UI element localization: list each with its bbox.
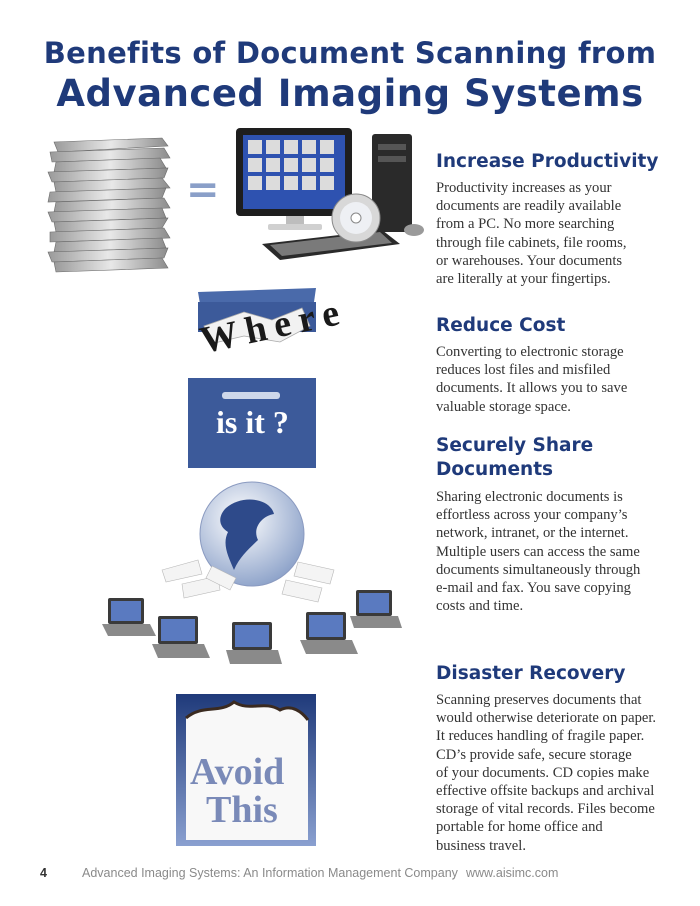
this-text: This xyxy=(206,789,278,831)
globe-laptops-illustration xyxy=(102,478,404,674)
page-title-line1: Benefits of Document Scanning from xyxy=(43,36,657,70)
footer-website: www.aisimc.com xyxy=(466,866,559,880)
page-title-line2: Advanced Imaging Systems xyxy=(56,72,644,115)
section-title-line1: Securely Share xyxy=(436,435,594,456)
section-body: Scanning preserves documents that would … xyxy=(436,692,657,854)
section-increase-productivity: Increase Productivity Productivity incre… xyxy=(436,150,676,288)
section-title: Reduce Cost xyxy=(436,315,566,336)
page-number: 4 xyxy=(40,866,47,880)
section-title-line2: Documents xyxy=(436,459,554,480)
section-title: Disaster Recovery xyxy=(436,663,626,684)
computer-illustration xyxy=(232,126,428,268)
paper-stack-illustration xyxy=(44,134,174,276)
avoid-this-illustration xyxy=(172,690,320,850)
section-title: Securely Share Documents xyxy=(436,434,676,482)
is-it-text: is it ? xyxy=(216,404,289,440)
section-body: Sharing electronic documents is effortle… xyxy=(436,489,641,615)
avoid-text: Avoid xyxy=(190,751,285,793)
section-body: Productivity increases as your documents… xyxy=(436,180,627,288)
section-reduce-cost: Reduce Cost Converting to electronic sto… xyxy=(436,314,676,416)
page-footer: 4 Advanced Imaging Systems: An Informati… xyxy=(0,866,700,886)
section-body: Converting to electronic storage reduces… xyxy=(436,344,628,415)
equals-sign: = xyxy=(186,167,220,213)
section-securely-share: Securely Share Documents Sharing electro… xyxy=(436,434,676,615)
filing-cabinet-illustration xyxy=(184,286,340,472)
footer-company: Advanced Imaging Systems: An Information… xyxy=(82,866,458,880)
section-title: Increase Productivity xyxy=(436,151,659,172)
section-disaster-recovery: Disaster Recovery Scanning preserves doc… xyxy=(436,662,676,855)
